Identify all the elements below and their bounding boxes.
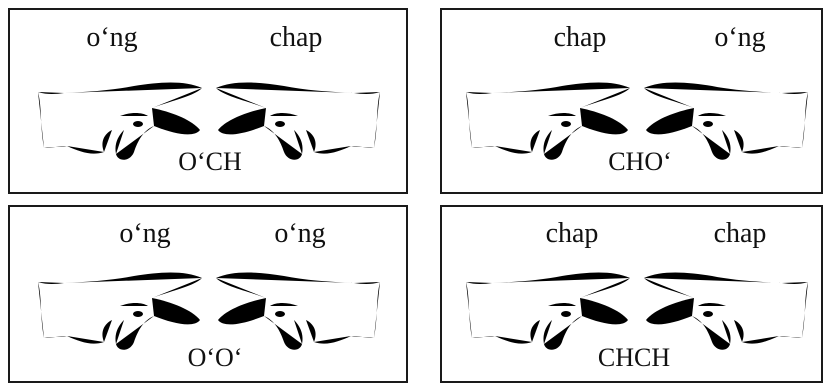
panel-chch-code: CHCH	[598, 345, 670, 371]
panel-och-right-label: chap	[270, 24, 323, 52]
panel-cho-right-label: o‘ng	[714, 24, 765, 52]
right-hand-icon	[644, 273, 808, 350]
left-hand-icon	[466, 83, 630, 160]
panel-och-left-label: o‘ng	[86, 24, 137, 52]
panel-chch-hands-illustration	[462, 272, 812, 352]
panel-oo-code: O‘O‘	[188, 345, 243, 371]
panel-oo-hands-illustration	[34, 272, 384, 352]
panel-chch-left-label: chap	[546, 220, 599, 248]
panel-cho-code: CHO‘	[608, 149, 672, 175]
panel-chch-right-label: chap	[714, 220, 767, 248]
right-hand-icon	[216, 273, 380, 350]
panel-oo-left-label: o‘ng	[119, 220, 170, 248]
panel-cho-left-label: chap	[554, 24, 607, 52]
left-hand-icon	[466, 273, 630, 350]
panel-och-code: O‘CH	[178, 149, 242, 175]
panel-oo-right-label: o‘ng	[274, 220, 325, 248]
left-hand-icon	[38, 273, 202, 350]
